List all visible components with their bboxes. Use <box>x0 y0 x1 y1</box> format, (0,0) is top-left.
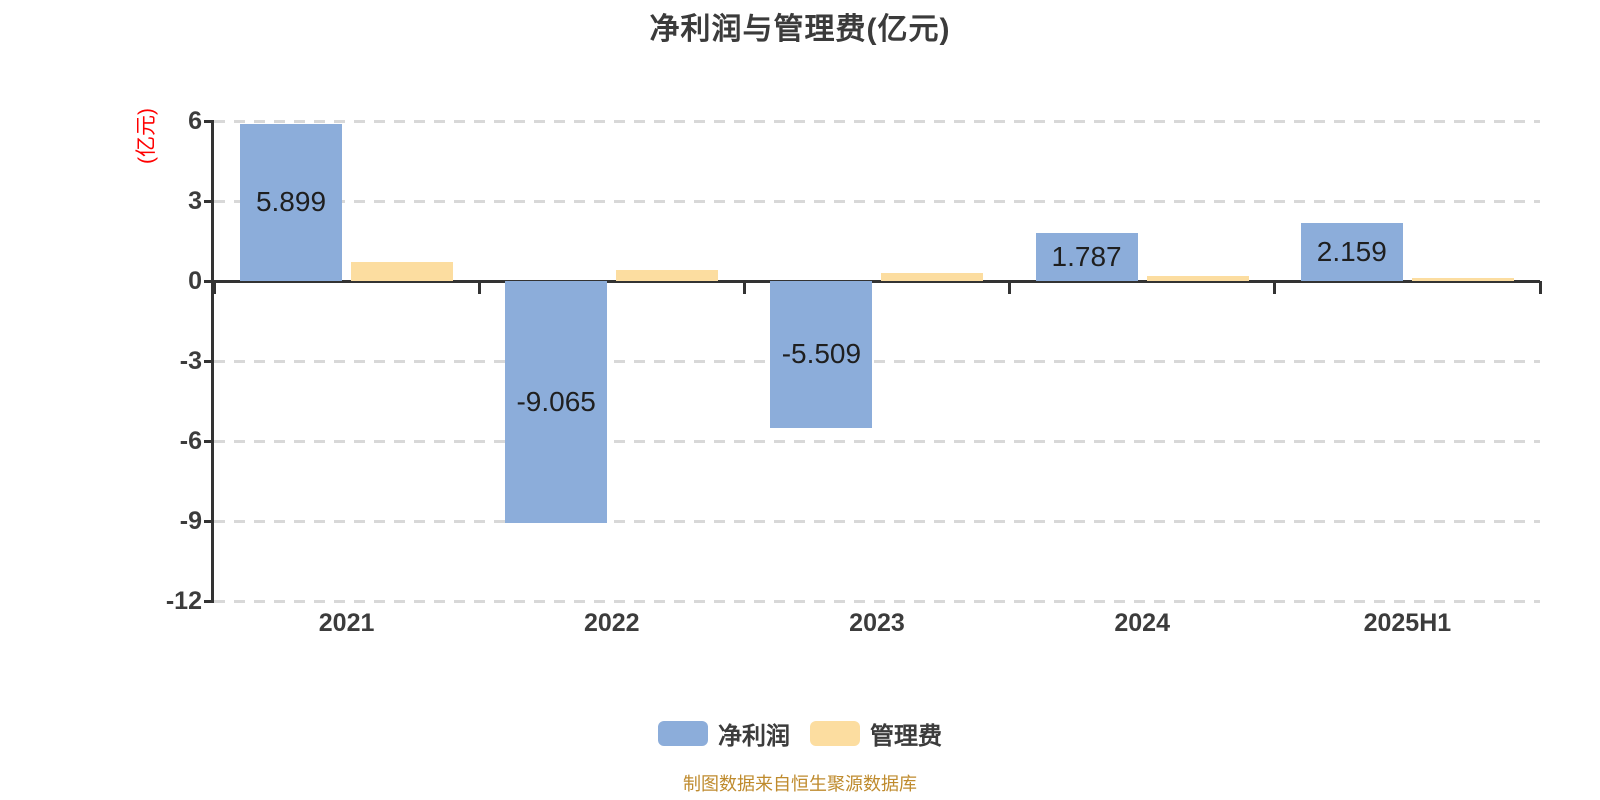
gridline-y3 <box>214 199 1540 203</box>
x-tick-mark <box>477 281 481 294</box>
legend-swatch-management-fee <box>810 721 860 746</box>
gridline-y-12 <box>214 599 1540 603</box>
legend-label-net-profit: 净利润 <box>718 723 790 750</box>
bar-management-fee-2021[interactable] <box>351 262 453 281</box>
bar-management-fee-2022[interactable] <box>616 270 719 281</box>
x-tick-mark <box>1538 281 1542 294</box>
gridline-y-9 <box>214 519 1540 523</box>
y-tick-label: -3 <box>179 347 202 375</box>
chart-title: 净利润与管理费(亿元) <box>649 13 951 46</box>
gridline-y-3 <box>214 359 1540 363</box>
legend-item-management-fee[interactable]: 管理费 <box>810 716 942 751</box>
legend: 净利润 管理费 <box>0 716 1600 751</box>
gridline-y-6 <box>214 439 1540 443</box>
y-tick-label: 6 <box>188 107 202 135</box>
legend-item-net-profit[interactable]: 净利润 <box>658 716 790 751</box>
x-axis-label-2022: 2022 <box>583 609 640 637</box>
y-tick-mark <box>204 439 214 443</box>
x-axis-label-2025H1: 2025H1 <box>1363 609 1452 637</box>
bar-net-profit-2024[interactable]: 1.787 <box>1035 233 1138 281</box>
legend-swatch-net-profit <box>658 721 708 746</box>
y-tick-label: 3 <box>188 187 202 215</box>
legend-label-management-fee: 管理费 <box>870 723 942 750</box>
bar-net-profit-2023[interactable]: -5.509 <box>770 281 873 428</box>
bar-value-label: 1.787 <box>1051 241 1122 273</box>
x-axis-label-2021: 2021 <box>318 609 375 637</box>
x-axis-label-2024: 2024 <box>1114 609 1170 637</box>
bar-management-fee-2024[interactable] <box>1146 275 1249 281</box>
bar-value-label: -9.065 <box>516 385 596 417</box>
bar-value-label: -5.509 <box>781 338 862 370</box>
y-tick-mark <box>204 199 214 203</box>
bar-management-fee-2023[interactable] <box>881 273 984 281</box>
x-tick-mark <box>212 281 216 294</box>
bar-net-profit-2022[interactable]: -9.065 <box>505 281 608 523</box>
bar-value-label: 2.159 <box>1316 236 1387 268</box>
y-tick-mark <box>204 599 214 603</box>
x-axis-zero-line <box>214 279 1540 283</box>
y-tick-mark <box>204 119 214 123</box>
bar-management-fee-2025H1[interactable] <box>1411 278 1514 281</box>
bar-value-label: 5.899 <box>255 186 327 218</box>
data-source-note: 制图数据来自恒生聚源数据库 <box>683 774 917 794</box>
y-tick-label: -9 <box>179 507 202 535</box>
y-tick-label: -6 <box>179 427 202 455</box>
y-tick-mark <box>204 519 214 523</box>
y-tick-label: -12 <box>165 587 202 615</box>
y-tick-mark <box>204 279 214 283</box>
y-tick-mark <box>204 359 214 363</box>
bar-net-profit-2021[interactable]: 5.899 <box>240 123 342 281</box>
x-tick-mark <box>742 281 746 294</box>
gridline-y6 <box>214 119 1540 123</box>
y-tick-label: 0 <box>188 267 202 295</box>
bar-net-profit-2025H1[interactable]: 2.159 <box>1300 223 1403 281</box>
y-axis-line <box>211 121 214 602</box>
x-axis-label-2023: 2023 <box>849 609 905 637</box>
x-tick-mark <box>1273 281 1277 294</box>
x-tick-mark <box>1008 281 1012 294</box>
